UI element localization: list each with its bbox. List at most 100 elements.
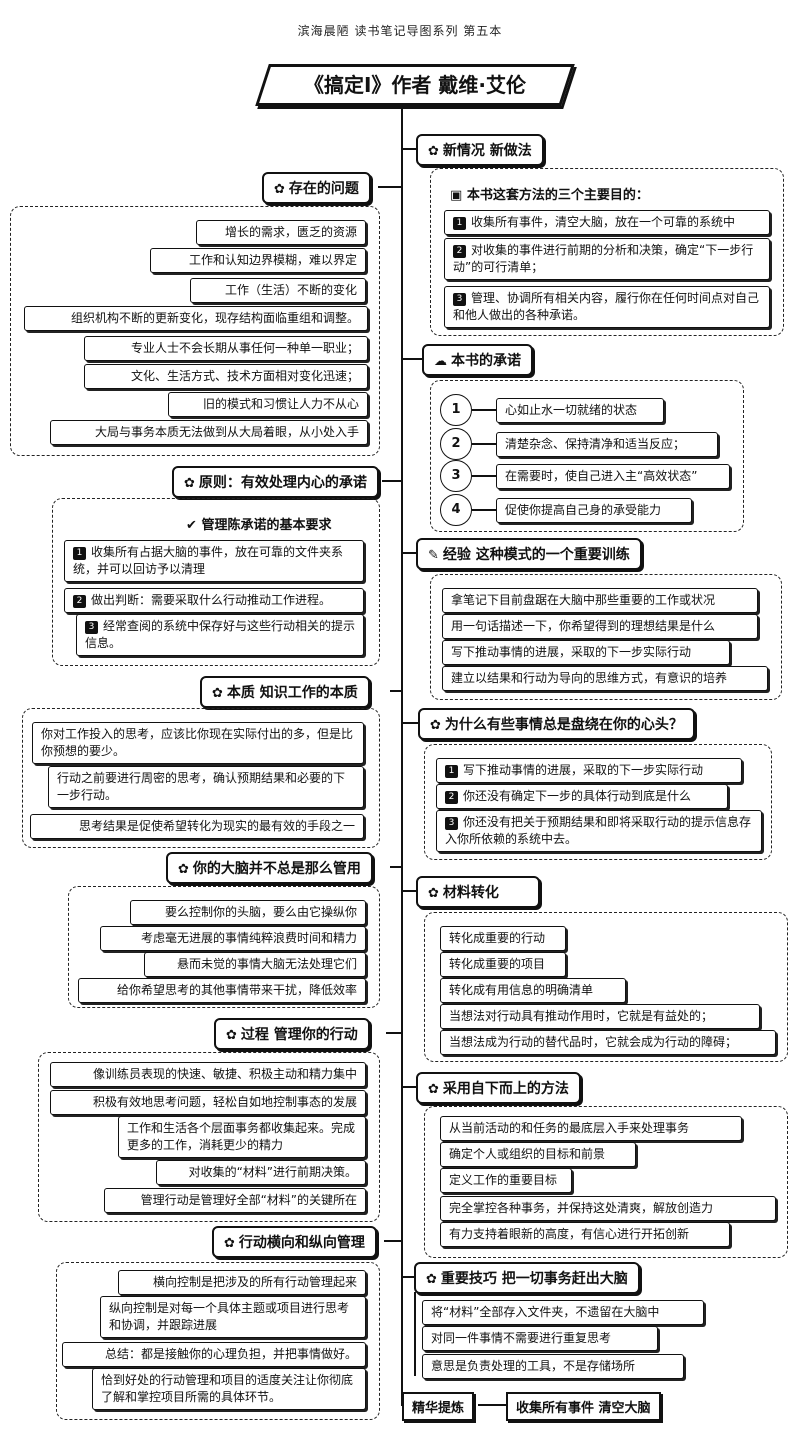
process-item: 对收集的“材料”进行前期决策。 [156,1160,366,1185]
section-new-situation: ✿新情况 新做法 [416,134,544,166]
principle-heading: ✔ 管理陈承诺的基本要求 [186,518,332,533]
section-brain: ✿你的大脑并不总是那么管用 [166,852,373,884]
problem-item: 大局与事务本质无法做到从大局着眼，从小处入手 [50,420,368,445]
pencil-icon: ✎ [428,548,439,563]
section-experience: ✎经验 这种模式的一个重要训练 [416,538,642,570]
connector [382,480,402,482]
number-3-icon: 3 [453,293,466,306]
connector [478,1404,506,1406]
bottom-up-item: 确定个人或组织的目标和前景 [440,1142,636,1167]
section-problems: ✿存在的问题 [262,172,371,204]
promise-group [430,380,744,532]
hv-group [56,1262,380,1420]
star-icon: ✿ [430,718,441,733]
step-circle: 4 [440,494,472,526]
material-item: 当想法成为行动的替代品时，它就会成为行动的障碍； [440,1030,776,1055]
process-group [38,1052,380,1222]
connector [472,475,496,477]
hv-item: 纵向控制是对每一个具体主题或项目进行思考和协调，并跟踪进展 [100,1296,366,1338]
connector [402,722,418,724]
experience-item: 写下推动事情的进展，采取的下一步实际行动 [442,640,730,665]
star-icon: ✿ [178,862,189,877]
star-icon: ✿ [184,476,195,491]
purposes-heading: ▣ 本书这套方法的三个主要目的： [450,188,649,203]
material-item: 转化成有用信息的明确清单 [440,978,626,1003]
connector [402,148,416,150]
promise-item: 促使你提高自己身的承受能力 [496,498,692,523]
brain-group [68,886,380,1008]
check-circle-icon: ✔ [186,518,197,533]
connector [402,1276,414,1278]
problem-item: 工作（生活）不断的变化 [190,278,366,303]
connector [384,1240,402,1242]
section-bottom-up: ✿采用自下而上的方法 [416,1072,581,1104]
section-material: ✿材料转化 [416,876,540,908]
connector [390,690,402,692]
section-horizontal-vertical: ✿行动横向和纵向管理 [212,1226,377,1258]
summary-value: 收集所有事件 清空大脑 [506,1392,661,1421]
section-essence: ✿本质 知识工作的本质 [200,676,370,708]
brain-item: 要么控制你的头脑，要么由它操纵你 [130,900,366,925]
step-circle: 1 [440,394,472,426]
bottom-up-item: 完全掌控各种事务，并保持这处清爽，解放创造力 [440,1196,776,1221]
star-icon: ✿ [428,886,439,901]
problem-item: 专业人士不会长期从事任何一种单一职业； [84,336,368,361]
problem-item: 文化、生活方式、技术方面相对变化迅速； [84,364,368,389]
material-item: 转化成重要的行动 [440,926,566,951]
number-1-icon: 1 [73,547,86,560]
problem-item: 旧的模式和习惯让人力不从心 [168,392,368,417]
hv-item: 横向控制是把涉及的所有行动管理起来 [118,1270,366,1295]
connector [402,890,416,892]
connector [472,409,496,411]
star-icon: ✿ [224,1236,235,1251]
bottom-up-item: 定义工作的重要目标 [440,1168,572,1193]
material-group [424,912,788,1062]
section-promise: ☁本书的承诺 [422,344,533,376]
star-icon: ✿ [426,1272,437,1287]
star-icon: ✿ [274,182,285,197]
number-3-icon: 3 [85,621,98,634]
step-circle: 2 [440,428,472,460]
essence-item: 你对工作投入的思考，应该比你现在实际付出的多，但是比你预想的要少。 [32,722,364,764]
number-1-icon: 1 [445,765,458,778]
process-item: 工作和生活各个层面事务都收集起来。完成更多的工作，消耗更少的精力 [118,1116,366,1158]
key-skill-item: 对同一件事情不需要进行重复思考 [422,1326,658,1351]
essence-group [22,708,380,848]
book-icon: ▣ [450,188,463,203]
star-icon: ✿ [428,1082,439,1097]
book-title: 《搞定I》作者 戴维·艾伦 [303,73,526,97]
section-why: ✿为什么有些事情总是盘绕在你的心头？ [418,708,695,740]
number-2-icon: 2 [453,245,466,258]
cloud-icon: ☁ [434,354,447,369]
star-icon: ✿ [212,686,223,701]
material-item: 转化成重要的项目 [440,952,566,977]
problem-item: 组织机构不断的更新变化，现存结构面临重组和调整。 [24,306,368,331]
brain-item: 给你希望思考的其他事情带来干扰，降低效率 [78,978,366,1003]
section-process: ✿过程 管理你的行动 [214,1018,370,1050]
key-skill-item: 意思是负责处理的工具，不是存储场所 [422,1354,684,1379]
experience-item: 拿笔记下目前盘踞在大脑中那些重要的工作或状况 [442,588,758,613]
bottom-up-item: 从当前活动的和任务的最底层入手来处理事务 [440,1116,742,1141]
connector [378,186,402,188]
section-principle: ✿原则：有效处理内心的承诺 [172,466,379,498]
process-item: 积极有效地思考问题，轻松自如地控制事态的发展 [50,1090,366,1115]
key-skill-item: 将“材料”全部存入文件夹，不遗留在大脑中 [422,1300,704,1325]
number-1-icon: 1 [453,217,466,230]
essence-item: 思考结果是促使希望转化为现实的最有效的手段之一 [30,814,364,839]
number-3-icon: 3 [445,817,458,830]
hv-item: 总结：都是接触你的心理负担，并把事情做好。 [62,1342,366,1367]
hv-item: 恰到好处的行动管理和项目的适度关注让你彻底了解和掌控项目所需的具体环节。 [92,1368,366,1410]
problem-item: 工作和认知边界模糊，难以界定 [150,248,366,273]
connector [390,866,402,868]
connector [386,1032,402,1034]
series-header: 滨海晨陋 读书笔记导图系列 第五本 [297,24,503,38]
number-2-icon: 2 [445,791,458,804]
process-item: 管理行动是管理好全部“材料”的关键所在 [104,1188,366,1213]
star-icon: ✿ [226,1028,237,1043]
